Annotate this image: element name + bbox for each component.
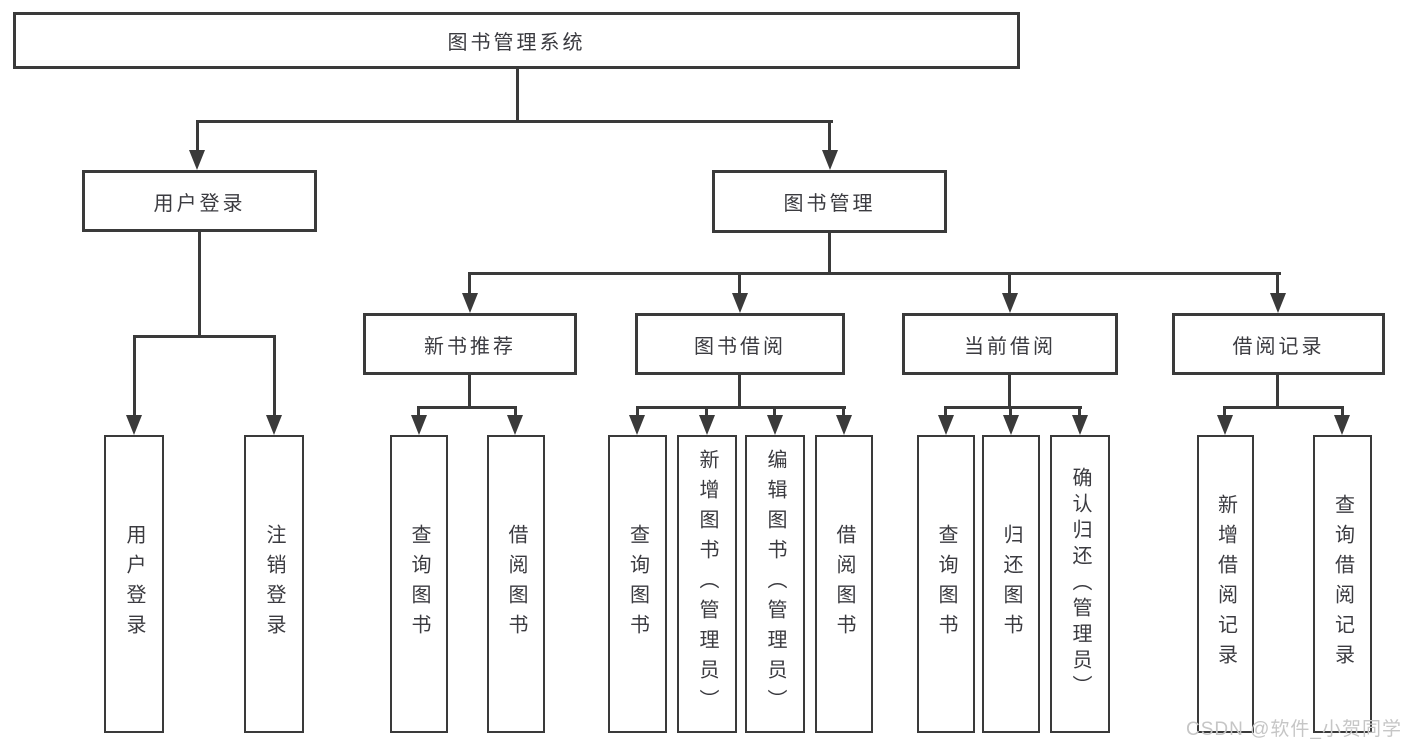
arrowhead-icon [938,415,954,435]
leaf-query-borrow-record: 查询借阅记录 [1313,435,1372,733]
connector-leaf-bus [1223,406,1344,409]
node-book-mgmt: 图书管理 [712,170,947,233]
arrowhead-icon [1217,415,1233,435]
leaf-query-book-1-label: 查询图书 [408,524,430,644]
connector-l3-stem [1008,272,1011,295]
connector-l3-stem [1276,272,1279,295]
arrowhead-icon [629,415,645,435]
leaf-borrow-book-1: 借阅图书 [487,435,545,733]
arrowhead-icon [836,415,852,435]
arrowhead-icon [1002,293,1018,313]
leaf-return-book: 归还图书 [982,435,1040,733]
connector-user-login-bus [133,335,276,338]
node-user-login: 用户登录 [82,170,317,232]
connector-leaf-bus [636,406,846,409]
node-new-book-recommend: 新书推荐 [363,313,577,375]
arrowhead-icon [699,415,715,435]
connector-book-mgmt-stem [828,120,831,152]
leaf-add-borrow-record-label: 新增借阅记录 [1214,494,1237,674]
leaf-user-login: 用户登录 [104,435,164,733]
leaf-query-book-2-label: 查询图书 [626,524,649,644]
connector-leaf-stem [842,406,845,417]
arrowhead-icon [1270,293,1286,313]
leaf-add-book-admin-label: 新增图书（管理员） [696,449,718,719]
connector-l3-stem [738,272,741,295]
node-root: 图书管理系统 [13,12,1020,69]
connector-leaf-stem [636,406,639,417]
leaf-borrow-book-1-label: 借阅图书 [505,524,527,644]
node-current-borrow: 当前借阅 [902,313,1118,375]
arrowhead-icon [266,415,282,435]
connector-user-login-down [198,232,201,335]
leaf-query-book-3-label: 查询图书 [935,524,957,644]
leaf-confirm-return-admin: 确认归还（管理员） [1050,435,1110,733]
leaf-return-book-label: 归还图书 [1000,524,1022,644]
arrowhead-icon [767,415,783,435]
connector-leaf-stem [1009,406,1012,417]
arrowhead-icon [411,415,427,435]
node-root-label: 图书管理系统 [447,32,586,54]
leaf-add-book-admin: 新增图书（管理员） [677,435,737,733]
node-new-book-recommend-label: 新书推荐 [424,335,516,358]
leaf-query-borrow-record-label: 查询借阅记录 [1331,494,1354,674]
connector-l3-down [1276,375,1279,406]
node-borrow-record: 借阅记录 [1172,313,1385,375]
connector-l3-down [468,375,471,406]
watermark-text: CSDN @软件_小贺同学 [1186,719,1402,740]
node-book-mgmt-label: 图书管理 [783,193,876,215]
node-borrow-record-label: 借阅记录 [1232,335,1325,358]
connector-leaf-stem [514,406,517,417]
connector-book-mgmt-down [828,233,831,272]
node-user-login-label: 用户登录 [153,192,246,215]
connector-leaf-stem [417,406,420,417]
leaf-query-book-2: 查询图书 [608,435,667,733]
leaf-borrow-book-2: 借阅图书 [815,435,873,733]
connector-l3-down [738,375,741,406]
arrowhead-icon [462,293,478,313]
connector-leaf-bus [944,406,1082,409]
arrowhead-icon [822,150,838,170]
node-book-borrow-label: 图书借阅 [694,335,786,358]
leaf-logout-label: 注销登录 [263,524,285,644]
arrowhead-icon [1003,415,1019,435]
connector-l3-down [1008,375,1011,406]
leaf-add-borrow-record: 新增借阅记录 [1197,435,1254,733]
connector-leaf-stem [773,406,776,417]
arrowhead-icon [126,415,142,435]
arrowhead-icon [1072,415,1088,435]
leaf-edit-book-admin: 编辑图书（管理员） [745,435,805,733]
leaf-borrow-book-2-label: 借阅图书 [833,524,855,644]
connector-leaf-bus [417,406,517,409]
connector-root-bus [196,120,833,123]
leaf-confirm-return-admin-label: 确认归还（管理员） [1069,467,1091,701]
connector-book-mgmt-bus [468,272,1281,275]
arrowhead-icon [507,415,523,435]
connector-user-login-stem [196,120,199,152]
connector-leaf-stem [1223,406,1226,417]
arrowhead-icon [189,150,205,170]
arrowhead-icon [1334,415,1350,435]
connector-leaf-stem [705,406,708,417]
leaf-query-book-3: 查询图书 [917,435,975,733]
leaf-logout: 注销登录 [244,435,304,733]
leaf-query-book-1: 查询图书 [390,435,448,733]
connector-leaf-stem [133,335,136,417]
leaf-user-login-label: 用户登录 [123,524,145,644]
arrowhead-icon [732,293,748,313]
connector-leaf-stem [944,406,947,417]
leaf-edit-book-admin-label: 编辑图书（管理员） [764,449,786,719]
connector-l3-stem [468,272,471,295]
node-current-borrow-label: 当前借阅 [964,335,1056,358]
connector-leaf-stem [1078,406,1081,417]
connector-leaf-stem [1341,406,1344,417]
node-book-borrow: 图书借阅 [635,313,845,375]
connector-root-stem [516,69,519,120]
connector-leaf-stem [273,335,276,417]
